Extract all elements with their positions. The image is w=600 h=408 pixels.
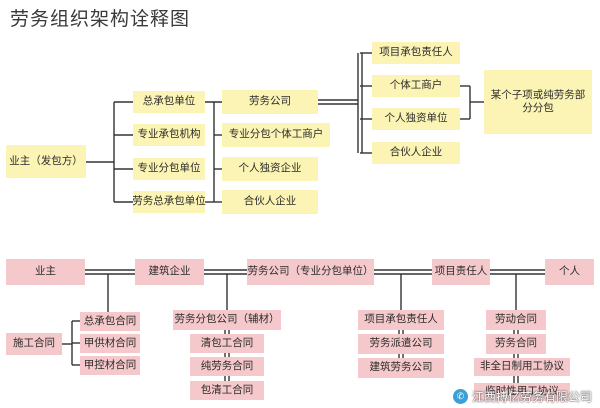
bottom-construction-enterprise: 建筑企业 <box>135 259 204 285</box>
bottom-project-responsible: 项目责任人 <box>432 259 490 285</box>
specialty-sub-individual: 专业分包个体工商户 <box>222 123 330 147</box>
construction-contract-box: 施工合同 <box>6 333 62 355</box>
labor-sub-company: 劳务分包公司（辅材） <box>173 310 281 330</box>
contract-general: 总承包合同 <box>80 312 140 331</box>
contract-owner-supplied: 甲供材合同 <box>80 334 140 353</box>
bottom-client: 业主 <box>6 259 85 285</box>
labor-pure-service: 纯劳务合同 <box>190 357 264 376</box>
watermark: ✆ 江西搏亿劳务有限公司 <box>452 388 592 405</box>
project-individual-business: 个体工商户 <box>372 75 460 97</box>
client-box: 业主（发包方） <box>6 145 86 178</box>
wechat-logo-icon: ✆ <box>452 389 468 404</box>
project-item-responsible: 项目承包责任人 <box>358 310 444 330</box>
project-sole-unit: 个人独资单位 <box>372 108 460 130</box>
specialty-sub-sole: 个人独资企业 <box>222 157 318 181</box>
watermark-text: 江西搏亿劳务有限公司 <box>471 390 592 404</box>
contractor-labor-general: 劳务总承包单位 <box>132 191 206 213</box>
labor-company-box: 劳务公司 <box>222 90 318 114</box>
project-partnership: 合伙人企业 <box>372 142 460 164</box>
outcome-box: 某个子项或纯劳务部分分包 <box>484 70 592 134</box>
contract-owner-controlled: 甲控材合同 <box>80 356 140 375</box>
person-temporary: 临时性用工协议 <box>474 383 570 401</box>
project-contract-responsible: 项目承包责任人 <box>372 42 460 64</box>
labor-clear-package: 清包工合同 <box>190 334 264 353</box>
project-item-construction-labor: 建筑劳务公司 <box>358 358 444 378</box>
contractor-specialty-sub: 专业分包单位 <box>133 158 205 180</box>
specialty-sub-partnership: 合伙人企业 <box>222 190 318 214</box>
person-service-contract: 劳务合同 <box>486 334 546 354</box>
bottom-individual: 个人 <box>545 259 594 285</box>
person-labor-contract: 劳动合同 <box>486 310 546 330</box>
labor-package-clear: 包清工合同 <box>190 381 264 400</box>
page-title: 劳务组织架构诠释图 <box>10 8 191 30</box>
bottom-labor-company: 劳务公司（专业分包单位） <box>247 259 374 285</box>
contractor-specialty-agency: 专业承包机构 <box>133 124 205 146</box>
person-part-time: 非全日制用工协议 <box>474 358 570 376</box>
project-item-dispatch: 劳务派遣公司 <box>358 334 444 354</box>
contractor-general: 总承包单位 <box>133 91 205 113</box>
